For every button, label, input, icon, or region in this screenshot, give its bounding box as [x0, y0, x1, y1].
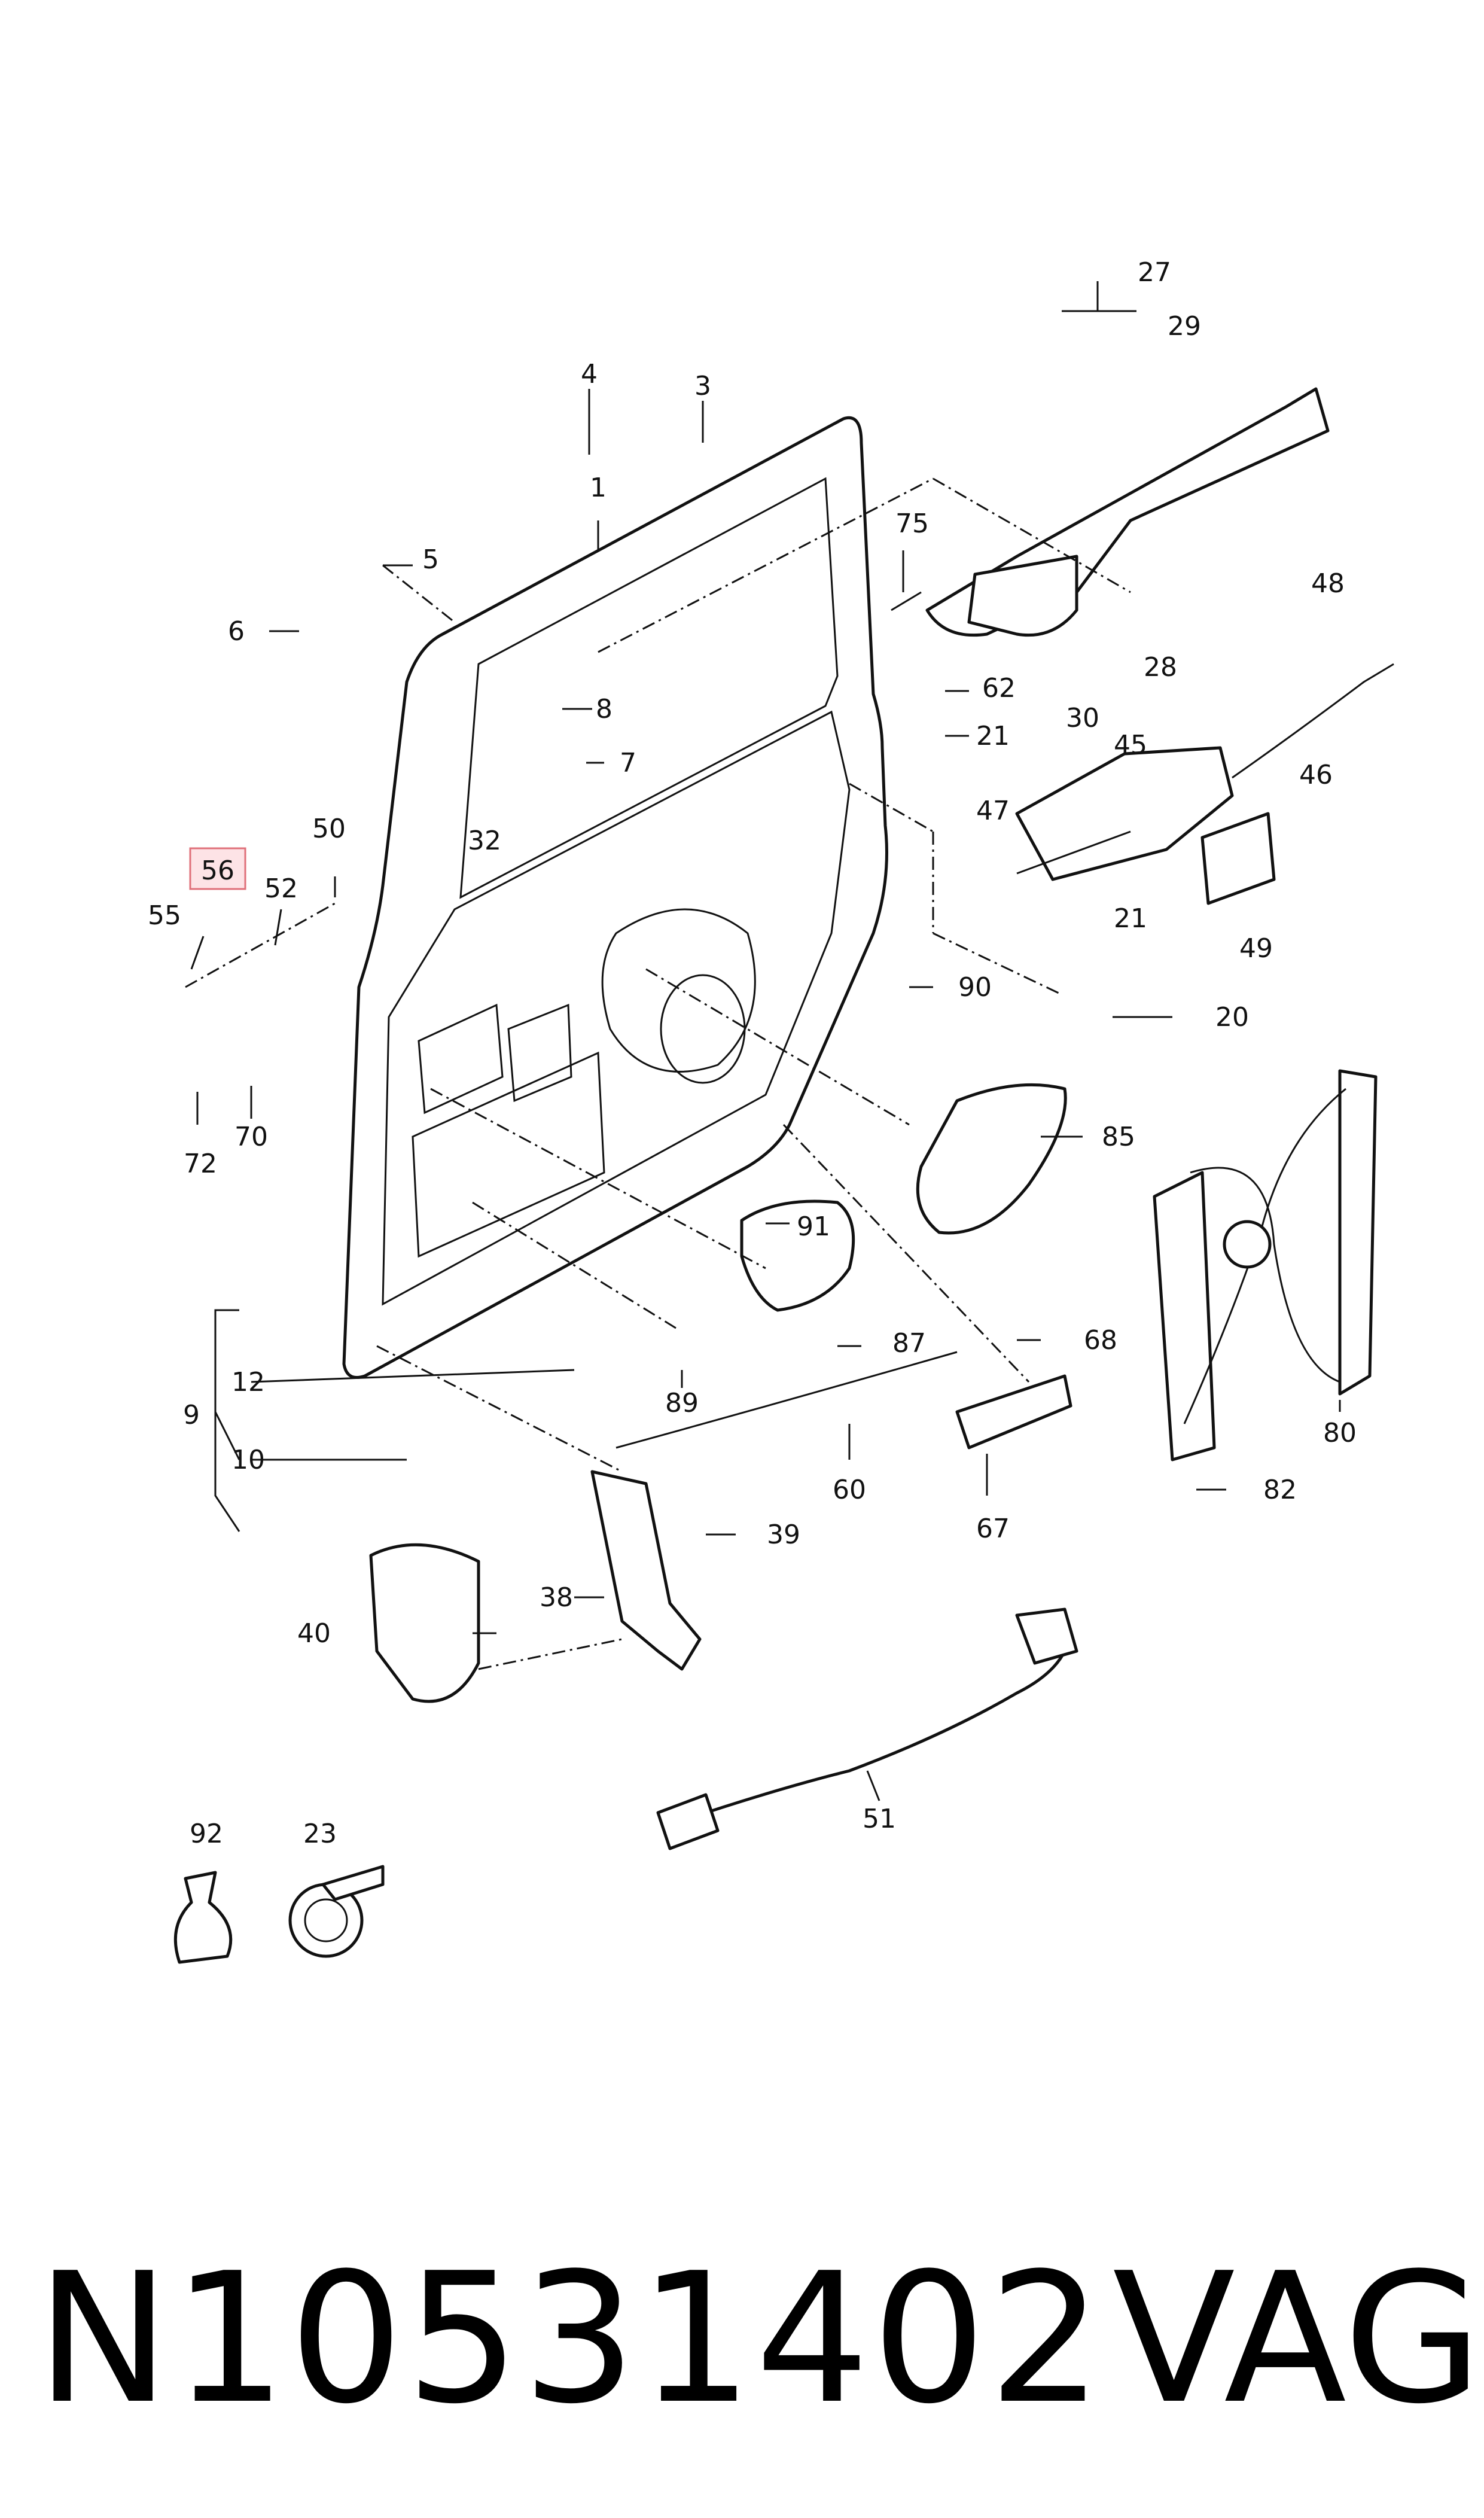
callout-55: 55 — [148, 900, 181, 931]
footer: N10531402 VAG — [0, 2213, 1484, 2465]
lower-cable — [656, 1607, 1078, 1850]
callout-87: 87 — [892, 1328, 926, 1359]
callout-82: 82 — [1263, 1475, 1297, 1505]
callout-1: 1 — [590, 473, 607, 503]
callouts: 1 3 4 5 6 7 8 9 10 12 20 21 21 23 27 28 … — [148, 257, 1357, 1849]
dashed-lines — [185, 477, 1131, 1670]
callout-60: 60 — [833, 1475, 866, 1505]
callout-30: 30 — [1066, 703, 1099, 733]
callout-56: 56 — [201, 855, 234, 886]
callout-75: 75 — [895, 509, 929, 539]
lower-roller-arm — [369, 1083, 1072, 1703]
callout-32: 32 — [468, 826, 501, 856]
callout-62: 62 — [982, 673, 1016, 704]
callout-90: 90 — [958, 972, 992, 1003]
callout-5: 5 — [422, 544, 439, 575]
callout-29: 29 — [1168, 311, 1201, 342]
accessories — [173, 1865, 385, 1964]
callout-48: 48 — [1311, 568, 1345, 599]
callout-21a: 21 — [976, 721, 1010, 751]
door-lock — [1015, 663, 1394, 905]
callout-12: 12 — [231, 1367, 265, 1397]
callout-67: 67 — [976, 1514, 1010, 1544]
callout-6: 6 — [228, 616, 245, 647]
callout-7: 7 — [620, 748, 636, 778]
callout-47: 47 — [976, 796, 1010, 826]
callout-68: 68 — [1084, 1325, 1117, 1356]
callout-49: 49 — [1239, 933, 1273, 964]
callout-91: 91 — [797, 1211, 830, 1242]
callout-21b: 21 — [1114, 903, 1147, 934]
window-regulator — [1153, 1069, 1378, 1462]
callout-45: 45 — [1114, 730, 1147, 760]
callout-80: 80 — [1323, 1418, 1357, 1448]
callout-50: 50 — [312, 814, 346, 844]
door-shell — [342, 416, 888, 1379]
callout-9: 9 — [183, 1400, 200, 1430]
callout-23: 23 — [303, 1819, 337, 1849]
callout-70: 70 — [234, 1122, 268, 1152]
callout-72: 72 — [184, 1149, 217, 1179]
callout-85: 85 — [1102, 1122, 1135, 1152]
callout-4: 4 — [581, 359, 598, 389]
callout-46: 46 — [1299, 760, 1333, 790]
leader-lines — [190, 281, 1341, 1801]
callout-3: 3 — [694, 371, 711, 401]
callout-39: 39 — [767, 1520, 800, 1550]
callout-40: 40 — [297, 1618, 331, 1649]
part-number: N10531402 — [36, 2234, 1105, 2443]
callout-51: 51 — [863, 1804, 896, 1834]
brand-label: VAG — [1113, 2234, 1483, 2443]
callout-20: 20 — [1215, 1002, 1249, 1033]
upper-guide-rail — [925, 387, 1330, 637]
callout-10: 10 — [231, 1445, 265, 1475]
callout-52: 52 — [264, 873, 298, 904]
callout-27: 27 — [1138, 257, 1171, 288]
callout-38: 38 — [540, 1582, 573, 1613]
callout-28: 28 — [1144, 652, 1177, 683]
callout-92: 92 — [190, 1819, 223, 1849]
callout-89: 89 — [665, 1388, 699, 1418]
callout-8: 8 — [596, 694, 613, 724]
callout-56-highlight — [189, 847, 246, 890]
